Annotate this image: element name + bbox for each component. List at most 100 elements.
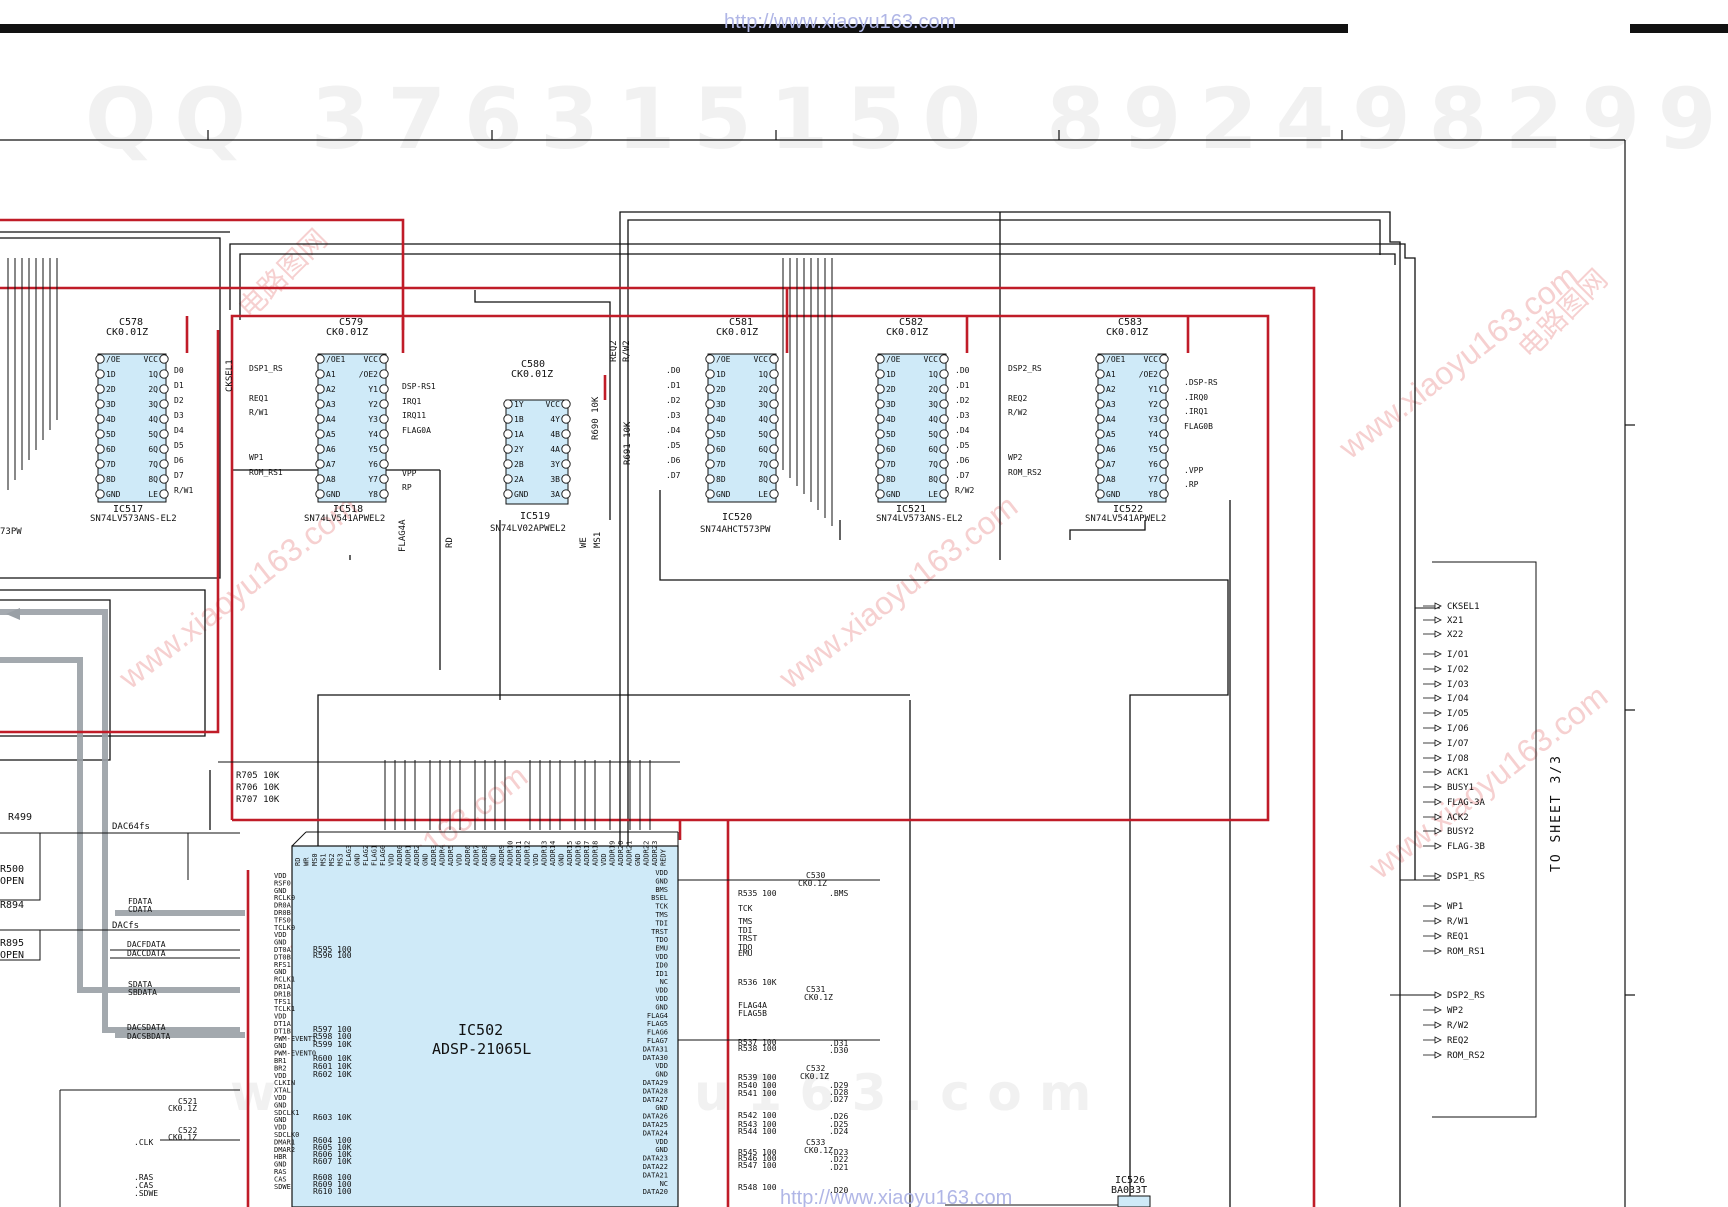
net-label: GND <box>274 1116 287 1124</box>
ic502-top-pin-label: ADDR15 <box>566 841 574 866</box>
ic502-top-pin-label: ADDR21 <box>626 841 634 866</box>
left-signal-wires <box>0 832 240 1207</box>
ic517-ref: IC517 <box>113 504 143 515</box>
ic502-body <box>291 845 679 1207</box>
dacfdata-label: DACFDATA <box>127 940 166 949</box>
ic502-top-pin-label: ADDR3 <box>430 845 438 866</box>
pin-marker <box>315 384 325 394</box>
pin-marker <box>875 354 885 364</box>
pin-label: 4Q <box>928 415 938 424</box>
pin-marker <box>875 489 885 499</box>
pin-label: 8D <box>716 475 726 484</box>
net-label: .DSP-RS <box>1184 378 1218 387</box>
pin-label: 2Q <box>928 385 938 394</box>
r690-vertical-label: R690 10K <box>591 396 601 440</box>
pin-marker <box>1159 399 1169 409</box>
ic502-top-pin-label: FLAG3 <box>345 845 353 866</box>
ic502-right-pin-label: NC <box>660 978 668 986</box>
pin-marker <box>769 369 779 379</box>
net-label: GND <box>274 1161 287 1169</box>
pin-label: 8Q <box>928 475 938 484</box>
net-label: TMS <box>738 917 753 926</box>
r706-label: R706 10K <box>236 783 280 793</box>
net-label: SDCLK1 <box>274 1109 299 1117</box>
pin-label: 4D <box>106 415 116 424</box>
pin-label: Y3 <box>368 415 378 424</box>
net-label: R539 100 <box>738 1073 777 1082</box>
ic502-right-pin-label: TDI <box>655 919 668 927</box>
connector-signal-label: ROM_RS1 <box>1447 947 1485 957</box>
ic521-part: SN74LV573ANS-EL2 <box>876 514 963 524</box>
pin-label: 4Y <box>550 415 560 424</box>
pin-label: /OE <box>886 355 901 364</box>
ic502-right-pin-label: DATA25 <box>643 1121 668 1129</box>
ic519-body <box>505 399 569 505</box>
ic522-cap-val: CK0.01Z <box>1106 327 1148 338</box>
ic502-right-caps: C530 CK0.1Z C531 CK0.1Z C532 CK0.1Z C533… <box>798 871 833 1155</box>
ic502-right-pin-label: FLAG4 <box>647 1012 668 1020</box>
net-label: TDO <box>738 943 753 952</box>
qq-watermark: QQ 376315150 892498299 <box>85 70 1728 168</box>
r691-vertical-label: R691 10K <box>623 421 633 465</box>
ic502-group: IC502 ADSP-21065L VDDRSF0GNDRCLK0DR0ADR0… <box>274 831 777 1207</box>
pin-label: Y1 <box>1148 385 1158 394</box>
net-label: RCLK0 <box>274 894 295 902</box>
pin-marker <box>503 414 513 424</box>
net-label: TCLK1 <box>274 1005 295 1013</box>
pin-marker <box>939 489 949 499</box>
pin-label: 6D <box>106 445 116 454</box>
pin-label: Y6 <box>1148 460 1158 469</box>
ic502-right-pin-label: FLAG7 <box>647 1037 668 1045</box>
req2-vertical-label: REQ2 <box>609 340 619 362</box>
connector-signal-label: I/O4 <box>1447 694 1469 704</box>
ic502-top-pin-label: ADDR17 <box>583 841 591 866</box>
ic502-top-pin-label: ADDR0 <box>396 845 404 866</box>
we-vertical-label: WE <box>579 537 589 548</box>
ic502-top-pin-label: VDD <box>600 853 608 866</box>
rw2-vertical-label: R/W2 <box>622 340 632 362</box>
pin-label: LE <box>148 490 158 499</box>
net-label: RAS <box>274 1168 287 1176</box>
net-label: .D7 <box>666 471 681 480</box>
pin-label: 1D <box>716 370 726 379</box>
net-label: TRST <box>738 934 757 943</box>
pin-marker <box>939 429 949 439</box>
ic502-left-pins: VDDRSF0GNDRCLK0DR0ADR0BTFS0TCLK0VDDGNDDT… <box>274 872 316 1191</box>
r499-label: R499 <box>8 812 32 823</box>
ic502-top-pin-label: VDD <box>388 853 396 866</box>
connector-arrow-icon <box>1434 1036 1442 1044</box>
pin-marker <box>379 459 389 469</box>
connector-signal-label: X21 <box>1447 616 1463 626</box>
pin-marker <box>875 474 885 484</box>
pin-marker <box>159 489 169 499</box>
pin-label: 1Y <box>514 400 524 409</box>
dacfs-label: DACfs <box>112 921 139 931</box>
net-label: GND <box>274 887 287 895</box>
ic502-data-outputs: .BMS.D31.D30.D29.D28.D27.D26.D25.D24.D23… <box>829 889 848 1195</box>
pin-marker <box>1159 444 1169 454</box>
net-label: TCLK0 <box>274 924 295 932</box>
net-label: VDD <box>274 1013 287 1021</box>
net-label: DT1A <box>274 1020 292 1028</box>
net-label: TCK <box>738 904 753 913</box>
pin-label: A3 <box>1106 400 1116 409</box>
net-label: R/W2 <box>955 486 974 495</box>
net-label: .D3 <box>955 411 970 420</box>
net-label: WP1 <box>249 453 264 462</box>
ic502-right-pin-label: NC <box>660 1180 668 1188</box>
pin-marker <box>705 489 715 499</box>
ic526-part: BA033T <box>1111 1185 1147 1196</box>
pin-label: 1D <box>106 370 116 379</box>
pin-marker <box>379 354 389 364</box>
ic518-body <box>317 353 387 503</box>
pin-marker <box>315 369 325 379</box>
net-label: R598 100 <box>313 1032 352 1041</box>
pin-label: 5D <box>716 430 726 439</box>
net-label: GND <box>274 968 287 976</box>
net-label: R/W1 <box>249 408 268 417</box>
net-label: R544 100 <box>738 1127 777 1136</box>
